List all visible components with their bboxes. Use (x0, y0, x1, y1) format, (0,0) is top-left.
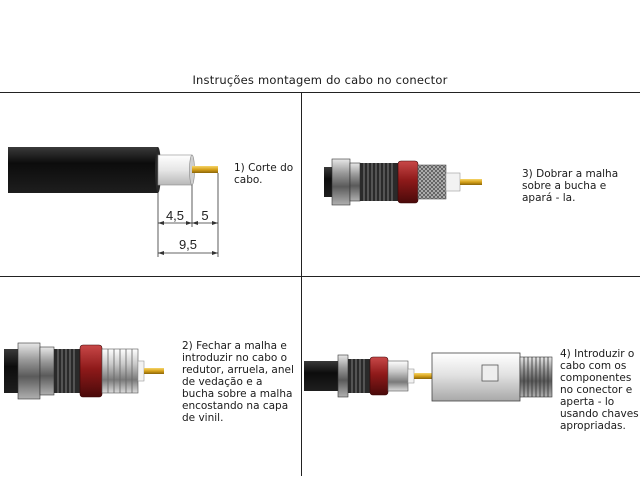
reducer-nut (331, 158, 351, 206)
step-3-text: 3) Dobrar a malha sobre a bucha e apará … (522, 168, 619, 204)
cable-dielectric (157, 154, 193, 186)
dimension-9-5: 9,5 (179, 237, 197, 252)
center-conductor (144, 368, 164, 374)
dielectric (407, 368, 415, 384)
fold-braid-illustration (324, 158, 482, 206)
center-conductor (460, 179, 482, 185)
center-divider (301, 92, 302, 476)
dielectric (137, 360, 145, 382)
washer (349, 162, 361, 202)
insert-connector-illustration (304, 352, 553, 402)
step-2-text: 2) Fechar a malha e introduzir no cabo o… (182, 340, 294, 424)
sealing-ring (397, 160, 419, 204)
connector-window (481, 364, 499, 382)
reducer-nut (337, 354, 349, 398)
cable-jacket (8, 147, 158, 193)
step-4-text: 4) Introduzir o cabo com os componentes … (560, 348, 639, 432)
dimension-4-5: 4,5 (166, 208, 184, 223)
folded-braid (417, 164, 447, 200)
cable-jacket (304, 361, 340, 391)
center-conductor (414, 373, 432, 379)
washer (39, 346, 55, 396)
step-1-text: 1) Corte do cabo. (234, 162, 294, 186)
dimension-5: 5 (201, 208, 208, 223)
cable-cut-illustration: 4,5 5 9,5 (8, 147, 219, 257)
connector-body (431, 352, 521, 402)
bushing (387, 360, 409, 392)
dielectric (445, 172, 461, 192)
page-title: Instruções montagem do cabo no conector (192, 73, 448, 87)
middle-divider (0, 276, 640, 277)
sealing-ring (369, 356, 389, 396)
sealing-ring (79, 344, 103, 398)
reducer-nut (17, 342, 41, 400)
top-divider (0, 92, 640, 93)
center-conductor (192, 166, 218, 173)
close-braid-illustration (4, 342, 164, 400)
threaded-body (348, 359, 370, 393)
